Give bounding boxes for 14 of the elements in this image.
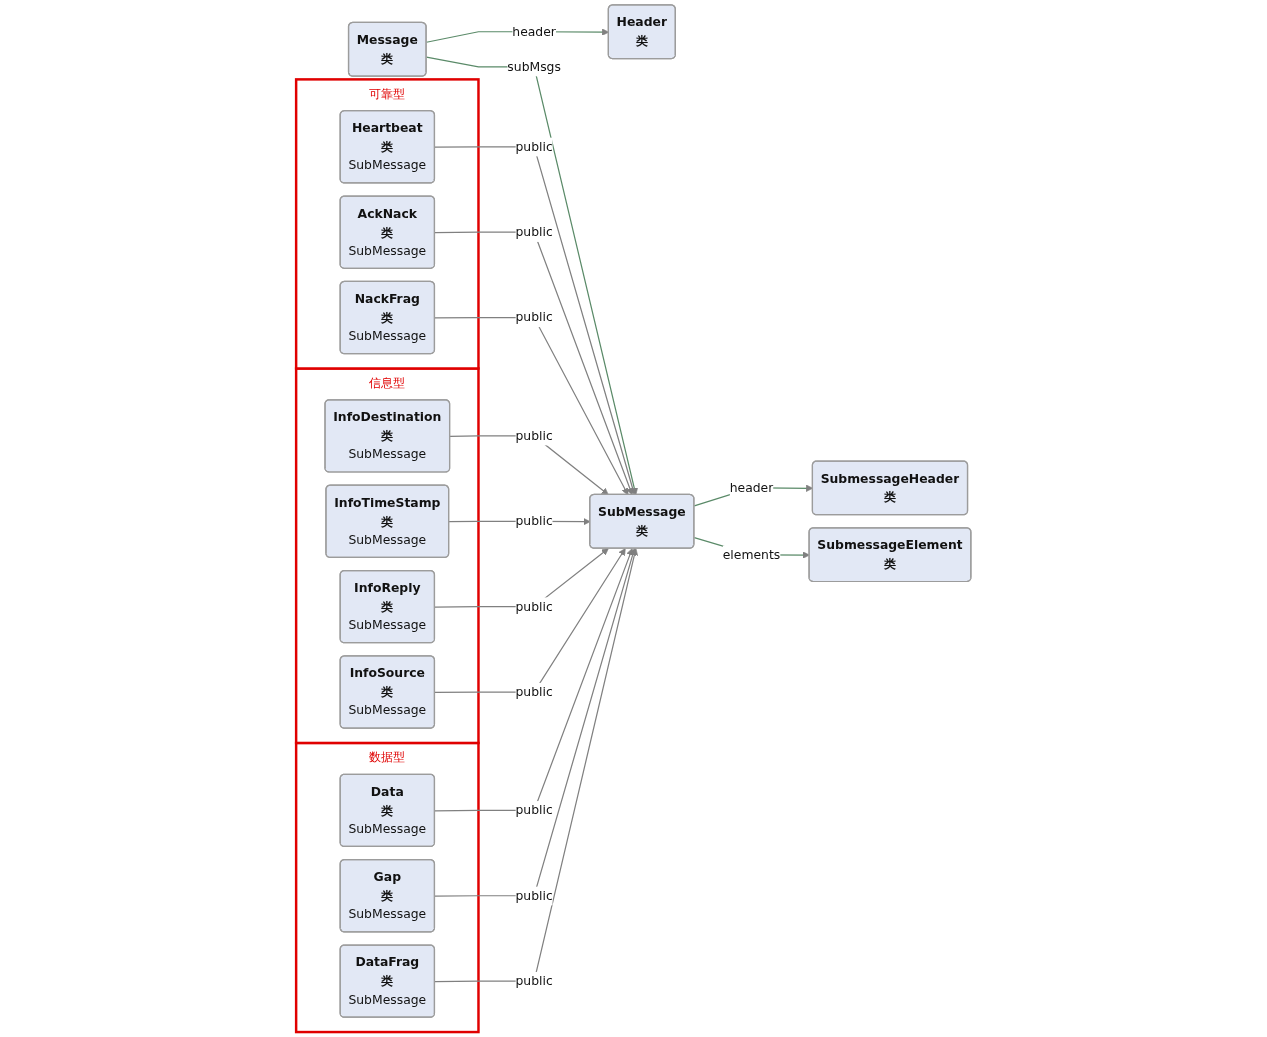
edge-label: subMsgs (507, 59, 561, 75)
edge-label: header (512, 24, 556, 39)
edge-label: public (515, 684, 553, 700)
edge-label: public (515, 428, 553, 444)
edge-label: public (515, 139, 553, 155)
edge-label: header (729, 480, 774, 496)
edge-label: public (515, 888, 553, 903)
edge-label: elements (722, 547, 781, 562)
edge-label: public (515, 309, 553, 325)
edge-label: public (515, 513, 553, 529)
edge-label: public (515, 973, 553, 989)
edge-label: public (515, 224, 553, 240)
edge-label: public (515, 599, 553, 614)
edge-label: public (515, 802, 553, 818)
